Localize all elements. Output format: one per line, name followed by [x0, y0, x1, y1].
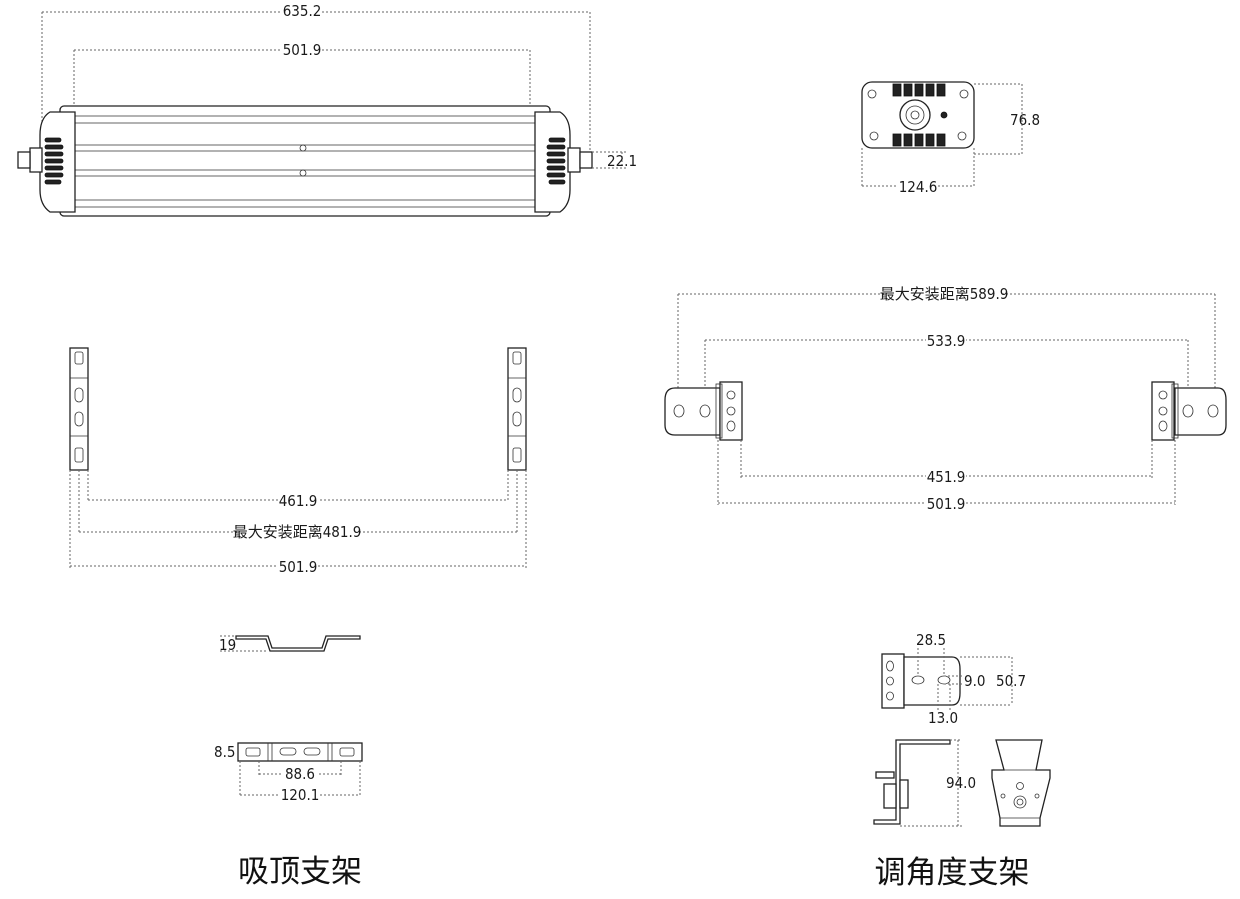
- dim-clip-slots: 88.6: [285, 765, 315, 783]
- ceiling-clip-detail: 19 8.5 88.6 120.1: [214, 635, 363, 804]
- dim-plate-hole: 13.0: [928, 709, 958, 727]
- caption-ceiling-bracket: 吸顶支架: [238, 854, 362, 890]
- angle-bracket-assembly: 最大安装距离589.9 533.9 451.9: [664, 284, 1227, 513]
- angle-bracket-detail: 28.5 9.0 50.7 13.0 94.0: [873, 631, 1051, 827]
- ceiling-bracket-assembly: 461.9 最大安装距离481.9 501.9: [69, 347, 527, 576]
- lamp-side-view: 635.2 501.9: [17, 2, 637, 217]
- dim-ceiling-inner: 461.9: [279, 492, 318, 510]
- dim-clip-total: 120.1: [281, 786, 320, 804]
- section-top-fins: [892, 83, 946, 97]
- dim-angle-height: 94.0: [946, 774, 976, 792]
- dim-total-length: 635.2: [283, 2, 322, 20]
- dim-section-height: 76.8: [1010, 111, 1040, 129]
- dim-body-length: 501.9: [283, 41, 322, 59]
- dim-adj-outer: 533.9: [927, 332, 966, 350]
- dim-clip-width-small: 8.5: [214, 743, 235, 761]
- right-heatsink-fins: [546, 137, 566, 185]
- left-heatsink-fins: [44, 137, 64, 185]
- dim-adj-bracket-span: 501.9: [927, 495, 966, 513]
- dim-ceiling-max-install: 最大安装距离481.9: [233, 523, 362, 541]
- dim-plate-height: 50.7: [996, 672, 1026, 690]
- dim-ceiling-outer: 501.9: [279, 558, 318, 576]
- dim-plate-slot: 9.0: [964, 672, 985, 690]
- caption-angle-bracket: 调角度支架: [875, 855, 1030, 891]
- dim-adj-inner: 451.9: [927, 468, 966, 486]
- section-bottom-fins: [892, 133, 946, 147]
- dim-plate-offset: 28.5: [916, 631, 946, 649]
- lamp-cross-section: 76.8 124.6: [861, 81, 1040, 196]
- dim-adj-max-install: 最大安装距离589.9: [880, 285, 1009, 303]
- dim-end-cap: 22.1: [607, 152, 637, 170]
- dim-clip-height: 19: [219, 636, 236, 654]
- dim-section-width: 124.6: [899, 178, 938, 196]
